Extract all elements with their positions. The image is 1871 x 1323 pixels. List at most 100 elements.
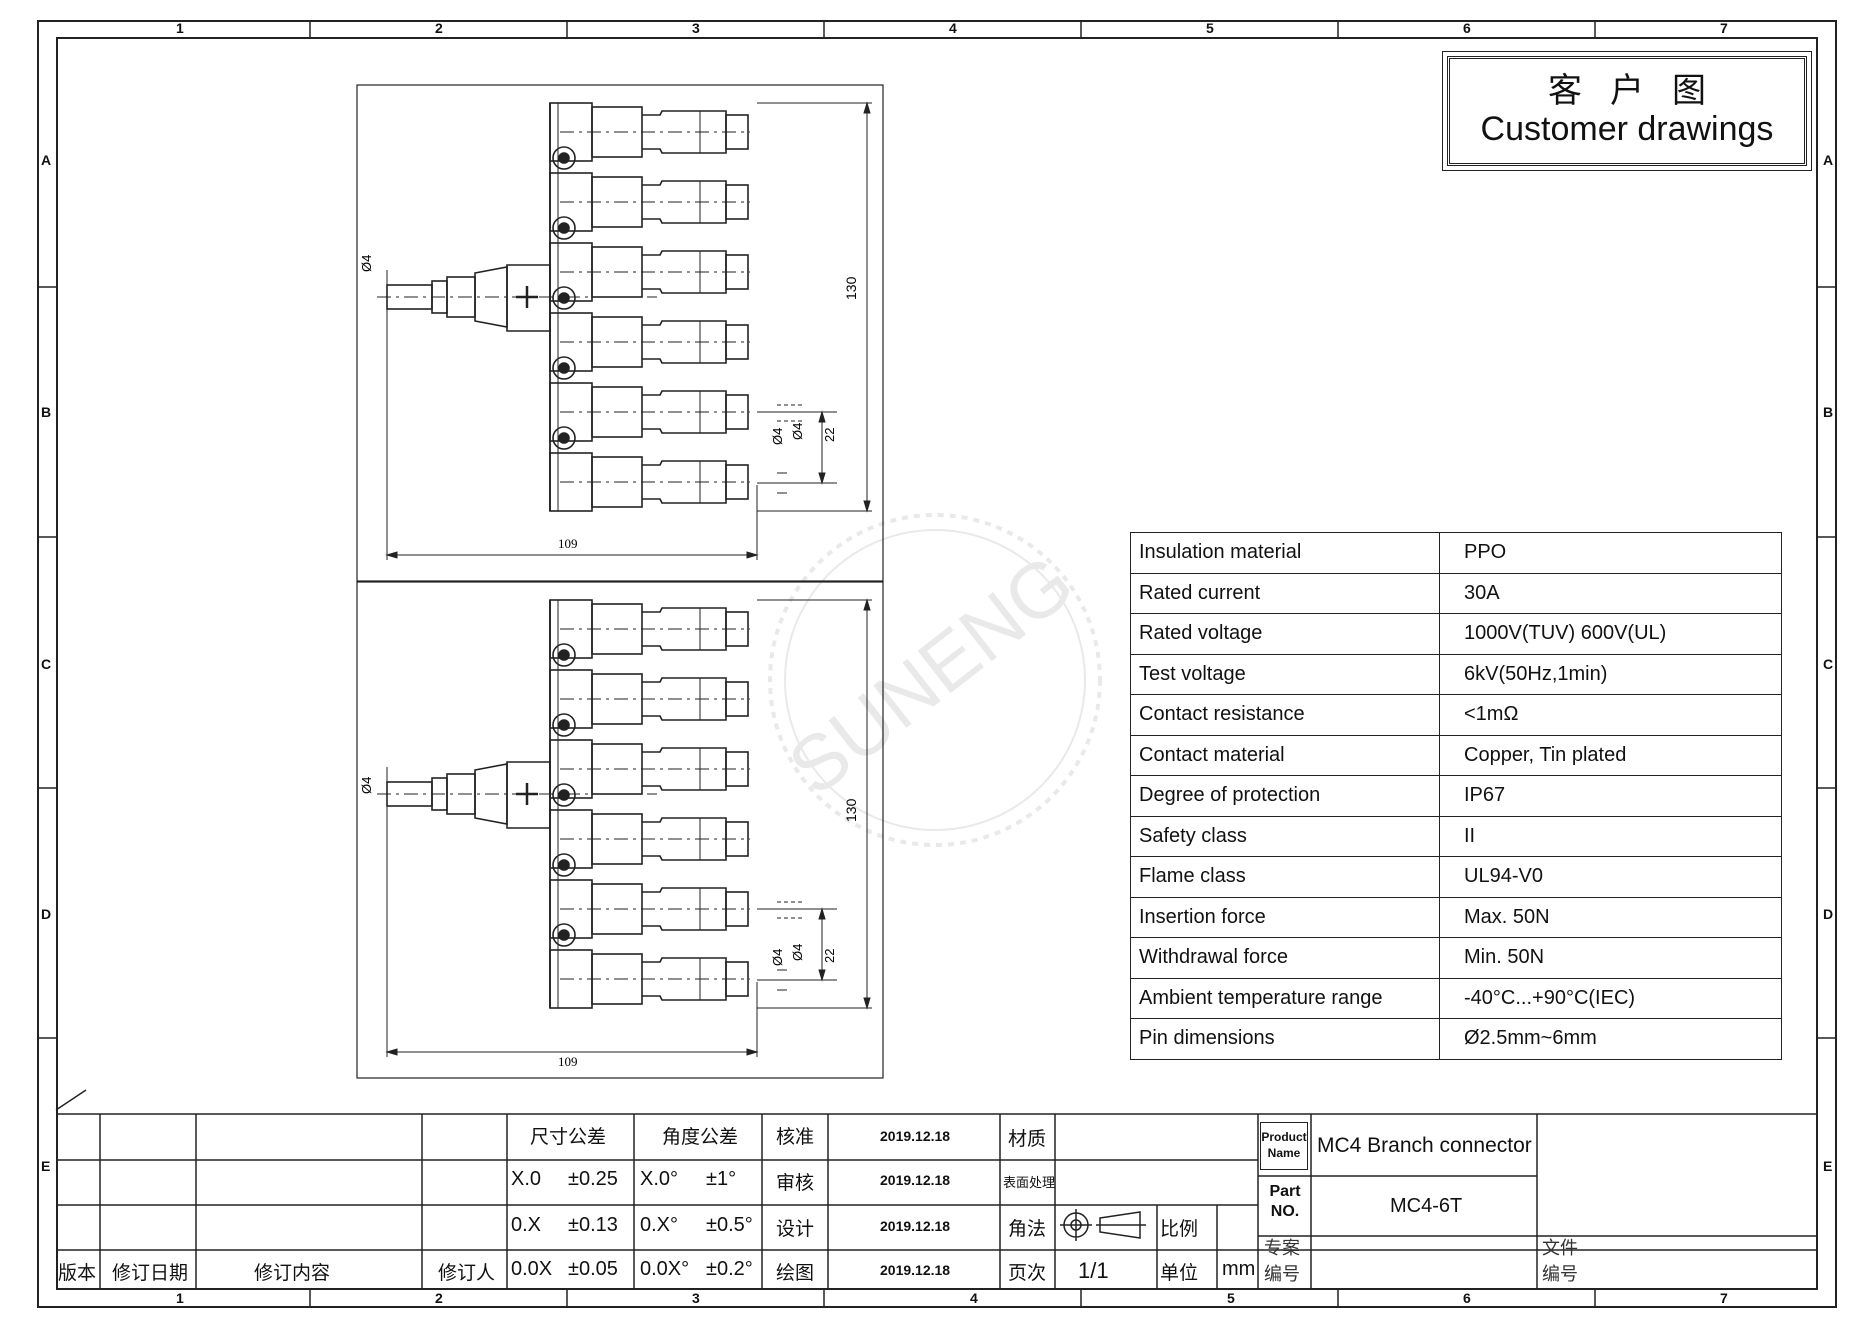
dim-width-top: 109 bbox=[558, 536, 578, 551]
spec-key: Degree of protection bbox=[1130, 775, 1440, 817]
spec-row: Ambient temperature range-40°C...+90°C(I… bbox=[1130, 977, 1782, 1019]
spec-value: Copper, Tin plated bbox=[1439, 734, 1782, 776]
file-no-label: 文件 编号 bbox=[1542, 1236, 1578, 1288]
product-name-label-box: Product Name bbox=[1260, 1122, 1308, 1170]
label-scale: 比例 bbox=[1160, 1218, 1199, 1240]
label-angle-tolerance: 角度公差 bbox=[662, 1126, 739, 1148]
spec-value: 6kV(50Hz,1min) bbox=[1439, 653, 1782, 695]
zone-col-1-top: 1 bbox=[176, 20, 184, 36]
dim-pin-dia-top: Ø4 bbox=[359, 255, 374, 272]
dim-pitch-bottom: 22 bbox=[822, 949, 837, 963]
zone-row-c-right: C bbox=[1823, 656, 1834, 672]
label-revision-version: 版本 bbox=[58, 1262, 97, 1284]
part-no-label: Part NO. bbox=[1262, 1182, 1308, 1222]
label-material: 材质 bbox=[1008, 1128, 1047, 1150]
zone-col-3-bottom: 3 bbox=[692, 1290, 700, 1306]
spec-value: 30A bbox=[1439, 572, 1782, 614]
projection-symbol bbox=[1060, 1209, 1146, 1241]
title-chinese: 客户图 bbox=[1548, 70, 1734, 111]
zone-col-1-bottom: 1 bbox=[176, 1290, 184, 1306]
dim-height-bottom: 130 bbox=[843, 798, 859, 822]
zone-col-3-top: 3 bbox=[692, 20, 700, 36]
label-revision-date: 修订日期 bbox=[112, 1262, 189, 1284]
tol-lin-row1: X.0 bbox=[511, 1168, 542, 1190]
spec-row: Contact resistance<1mΩ bbox=[1130, 694, 1782, 736]
label-unit: 单位 bbox=[1160, 1262, 1199, 1284]
tol-lin-tol-row2: ±0.13 bbox=[568, 1214, 618, 1236]
zone-row-a-left: A bbox=[41, 152, 52, 168]
file-no-label-line1: 文件 bbox=[1542, 1238, 1578, 1259]
spec-value: <1mΩ bbox=[1439, 694, 1782, 736]
spec-key: Rated current bbox=[1130, 572, 1440, 614]
spec-value: -40°C...+90°C(IEC) bbox=[1439, 977, 1782, 1019]
label-approve: 核准 bbox=[776, 1126, 815, 1148]
dim-pin-dia-bottom: Ø4 bbox=[359, 777, 374, 794]
dim-dia-a-bottom: Ø4 bbox=[770, 949, 785, 966]
zone-col-5-bottom: 5 bbox=[1227, 1290, 1235, 1306]
tol-ang-tol-row3: ±0.2° bbox=[706, 1258, 753, 1280]
zone-row-e-left: E bbox=[41, 1158, 51, 1174]
spec-key: Insulation material bbox=[1130, 532, 1440, 574]
project-no-label-line2: 编号 bbox=[1264, 1264, 1300, 1285]
outer-border bbox=[37, 20, 1837, 1308]
zone-col-4-bottom: 4 bbox=[970, 1290, 978, 1306]
date-review: 2019.12.18 bbox=[880, 1172, 951, 1188]
spec-key: Ambient temperature range bbox=[1130, 977, 1440, 1019]
zone-col-6-bottom: 6 bbox=[1463, 1290, 1471, 1306]
tol-ang-row3: 0.0X° bbox=[640, 1258, 690, 1280]
unit-value: mm bbox=[1222, 1258, 1256, 1280]
tol-ang-row1: X.0° bbox=[640, 1168, 679, 1190]
dim-pitch-top: 22 bbox=[822, 428, 837, 442]
spec-value: Min. 50N bbox=[1439, 937, 1782, 979]
tol-lin-row3: 0.0X bbox=[511, 1258, 553, 1280]
dim-dia-a-top: Ø4 bbox=[770, 428, 785, 445]
zone-row-e-right: E bbox=[1823, 1158, 1833, 1174]
project-no-label-line1: 专案 bbox=[1264, 1238, 1300, 1259]
zone-row-b-left: B bbox=[41, 404, 52, 420]
zone-row-d-right: D bbox=[1823, 906, 1834, 922]
tol-lin-tol-row1: ±0.25 bbox=[568, 1168, 618, 1190]
spec-key: Rated voltage bbox=[1130, 613, 1440, 655]
spec-value: 1000V(TUV) 600V(UL) bbox=[1439, 613, 1782, 655]
zone-col-7-top: 7 bbox=[1720, 20, 1728, 36]
tol-lin-tol-row3: ±0.05 bbox=[568, 1258, 618, 1280]
zone-col-2-bottom: 2 bbox=[435, 1290, 443, 1306]
zone-col-2-top: 2 bbox=[435, 20, 443, 36]
suneng-watermark: SUNENG bbox=[768, 513, 1102, 847]
zone-col-6-top: 6 bbox=[1463, 20, 1471, 36]
tol-ang-tol-row2: ±0.5° bbox=[706, 1214, 753, 1236]
date-draw: 2019.12.18 bbox=[880, 1262, 951, 1278]
date-design: 2019.12.18 bbox=[880, 1218, 951, 1234]
zone-row-b-right: B bbox=[1823, 404, 1834, 420]
part-no-label-line1: Part bbox=[1269, 1183, 1301, 1200]
zone-row-c-left: C bbox=[41, 656, 52, 672]
product-name: MC4 Branch connector bbox=[1317, 1134, 1532, 1157]
label-page: 页次 bbox=[1008, 1262, 1047, 1284]
zone-row-a-right: A bbox=[1823, 152, 1834, 168]
spec-key: Withdrawal force bbox=[1130, 937, 1440, 979]
tol-ang-tol-row1: ±1° bbox=[706, 1168, 737, 1190]
label-projection: 角法 bbox=[1008, 1218, 1047, 1240]
spec-value: PPO bbox=[1439, 532, 1782, 574]
label-draw: 绘图 bbox=[776, 1262, 815, 1284]
part-no-label-line2: NO. bbox=[1270, 1203, 1300, 1220]
inner-border bbox=[56, 37, 1818, 1290]
spec-value: Ø2.5mm~6mm bbox=[1439, 1018, 1782, 1060]
part-no: MC4-6T bbox=[1390, 1195, 1463, 1217]
label-revision-person: 修订人 bbox=[438, 1262, 496, 1284]
spec-key: Pin dimensions bbox=[1130, 1018, 1440, 1060]
page-value: 1/1 bbox=[1078, 1258, 1109, 1283]
